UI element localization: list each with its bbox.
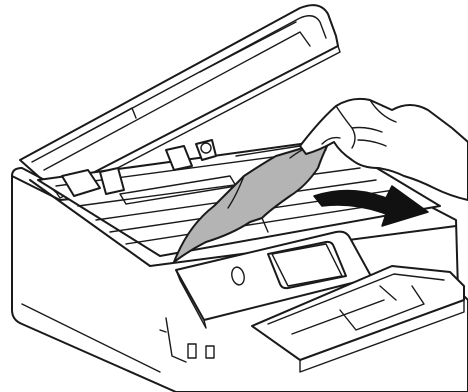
printer-illustration-svg bbox=[0, 0, 468, 392]
jam-removal-illustration bbox=[0, 0, 468, 392]
